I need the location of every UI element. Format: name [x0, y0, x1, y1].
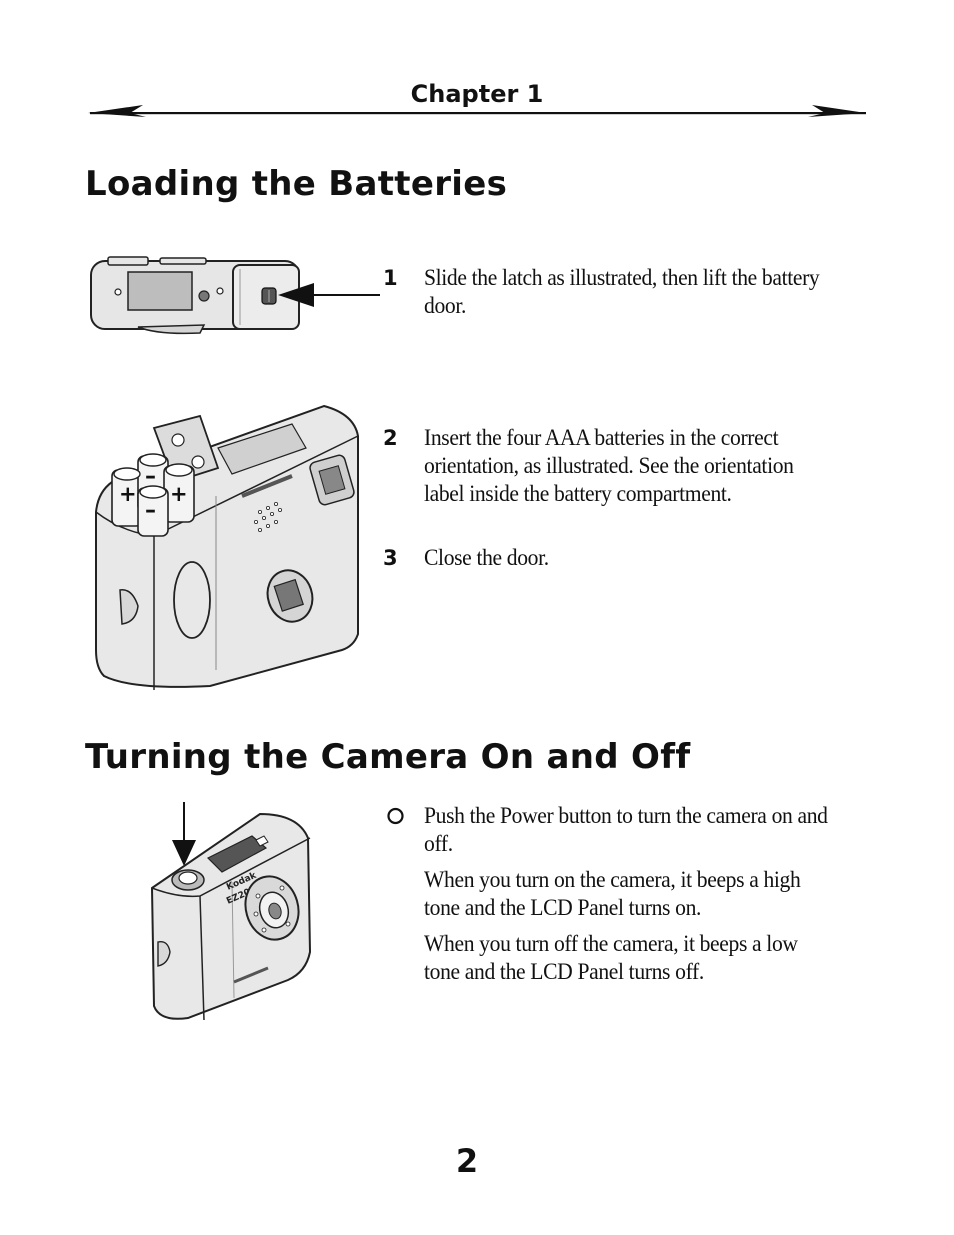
page-number: 2 — [455, 1142, 479, 1180]
power-on-paragraph: When you turn on the camera, it beeps a … — [424, 867, 801, 921]
step-number-1: 1 — [383, 266, 398, 290]
step-text-1: Slide the latch as illustrated, then lif… — [424, 265, 820, 319]
section-title-power: Turning the Camera On and Off — [85, 737, 691, 777]
camera-bottom-illustration — [90, 256, 380, 335]
power-bullet-text: Push the Power button to turn the camera… — [424, 803, 828, 857]
battery-insertion-illustration: + + – – — [95, 404, 359, 690]
power-off-paragraph: When you turn off the camera, it beeps a… — [424, 931, 798, 985]
circle-bullet-icon — [387, 807, 404, 825]
battery-minus-label: – — [145, 498, 156, 523]
battery-minus-label: – — [145, 464, 156, 489]
battery-plus-label: + — [170, 482, 188, 506]
battery-plus-label: + — [119, 482, 137, 506]
power-button-illustration: Kodak EZ200 — [150, 802, 312, 1021]
step-text-3: Close the door. — [424, 545, 549, 571]
chapter-label: Chapter 1 — [410, 80, 544, 108]
step-text-2: Insert the four AAA batteries in the cor… — [424, 425, 794, 507]
step-number-2: 2 — [383, 426, 398, 450]
section-title-loading-batteries: Loading the Batteries — [85, 164, 508, 204]
header-rule — [88, 105, 866, 117]
step-number-3: 3 — [383, 546, 398, 570]
